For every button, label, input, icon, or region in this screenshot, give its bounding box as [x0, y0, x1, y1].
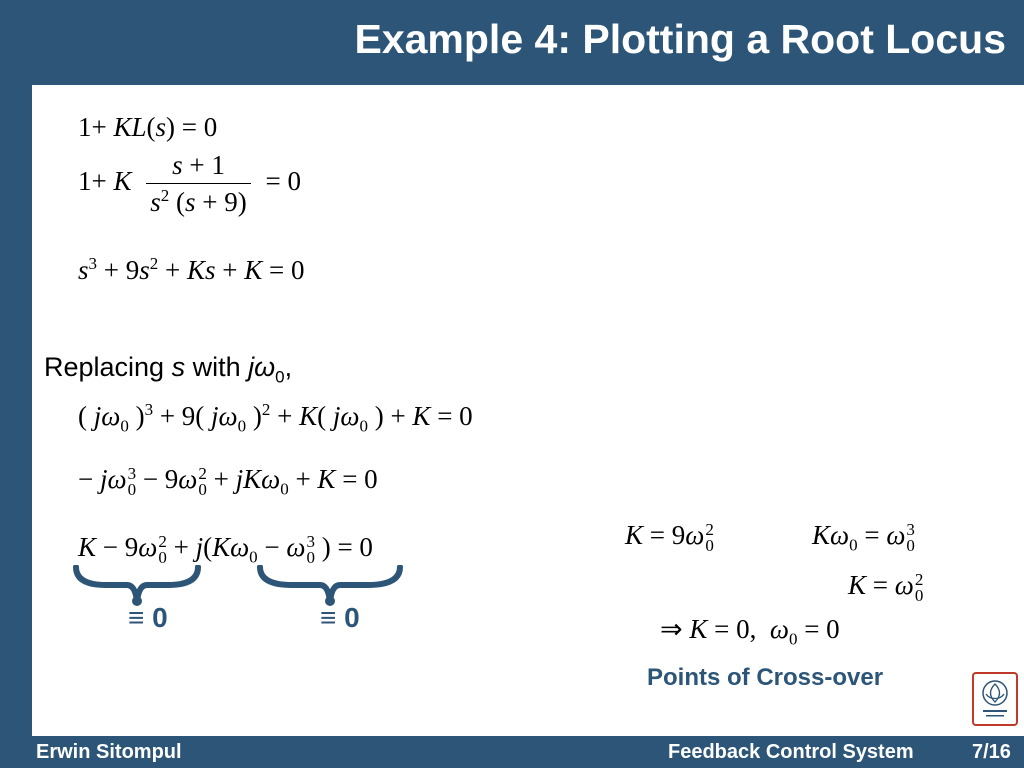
equation-fraction: 1+ K s + 1 s2 (s + 9) = 0: [78, 150, 301, 217]
footer-author: Erwin Sitompul: [36, 741, 182, 763]
title-bar: Example 4: Plotting a Root Locus: [0, 0, 1024, 85]
footer-page-number: 7/16: [972, 741, 1011, 763]
equiv-zero-real: ≡ 0: [128, 602, 168, 633]
footer: Erwin Sitompul Feedback Control System 7…: [0, 736, 1024, 768]
equation-substituted: ( jω0 )3 + 9( jω0 )2 + K( jω0 ) + K = 0: [78, 400, 473, 436]
equiv-zero-imag: ≡ 0: [320, 602, 360, 633]
replacing-sub: 0: [275, 367, 285, 387]
equation-characteristic: 1+ KL(s) = 0: [78, 112, 218, 142]
replacing-jw: jω: [248, 352, 276, 382]
slide-title: Example 4: Plotting a Root Locus: [354, 16, 1006, 62]
equation-polynomial: s3 + 9s2 + Ks + K = 0: [78, 254, 305, 285]
replacing-prefix: Replacing: [44, 352, 172, 382]
slide-content: [32, 85, 1024, 736]
brace-real-part: [73, 565, 201, 606]
crossover-caption: Points of Cross-over: [647, 664, 884, 691]
replacing-s: s: [171, 352, 186, 382]
brace-imag-part: [257, 565, 403, 606]
footer-course: Feedback Control System: [668, 741, 914, 763]
replacing-comma: ,: [284, 352, 293, 382]
university-logo-icon: [972, 672, 1018, 726]
equation-result: ⇒ K = 0, ω0 = 0: [660, 614, 840, 649]
replacing-with: with: [185, 352, 249, 382]
replacing-text: Replacing s with jω0,: [44, 352, 292, 387]
